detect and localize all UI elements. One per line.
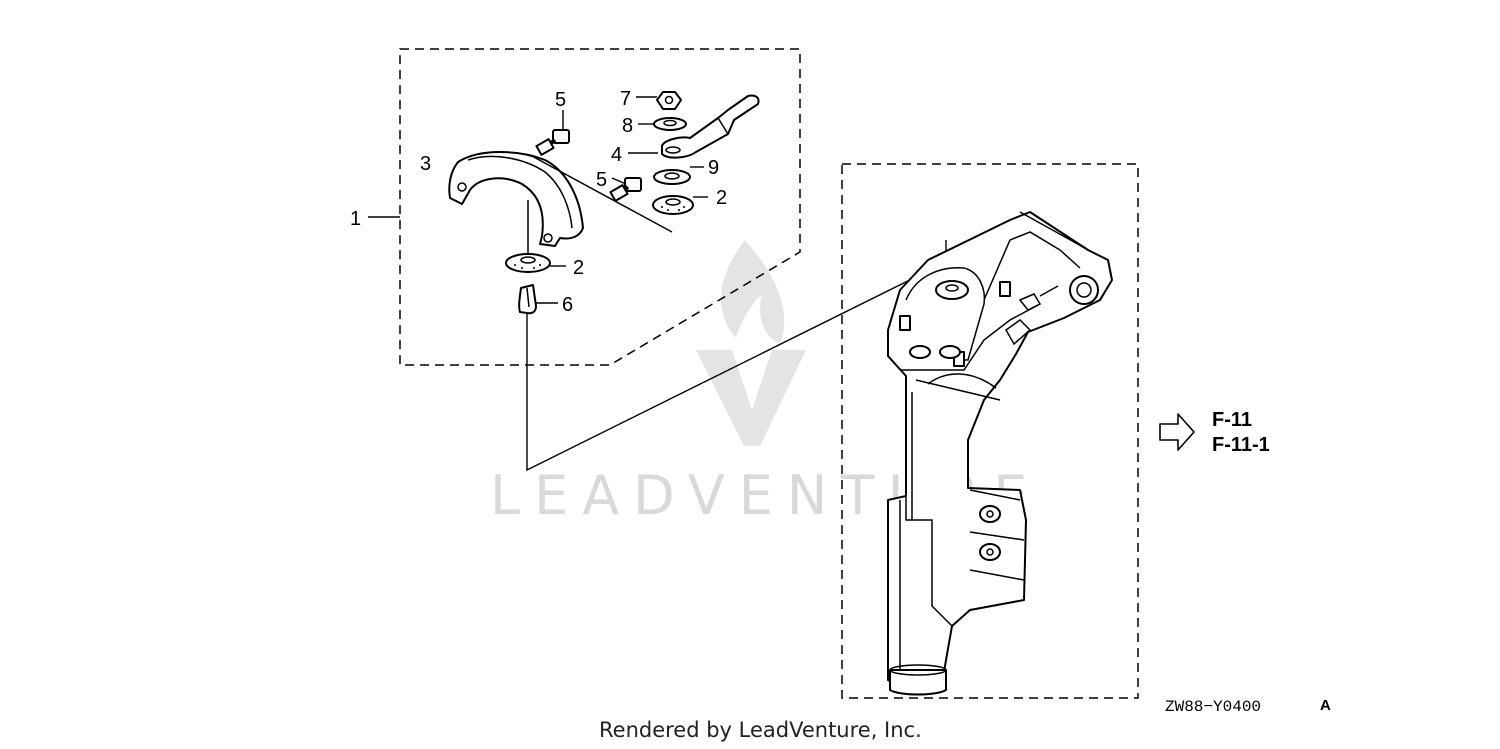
callout-4: 4 <box>611 144 622 166</box>
footer-credit: Rendered by LeadVenture, Inc. <box>599 718 922 742</box>
outline-arrow-right-icon <box>1159 413 1195 451</box>
rubber-mount-part-2-lower <box>505 253 551 273</box>
callout-5-lower: 5 <box>596 169 607 191</box>
washer-part-8 <box>653 117 687 131</box>
leader-line-5b <box>611 177 627 185</box>
reference-f-11: F-11 <box>1212 409 1252 431</box>
callout-5-upper: 5 <box>555 89 566 111</box>
callout-6: 6 <box>562 294 573 316</box>
reference-f-11-1: F-11-1 <box>1212 434 1270 456</box>
callout-2-lower: 2 <box>573 257 584 279</box>
rubber-mount-part-2-upper <box>652 195 694 215</box>
callout-3: 3 <box>420 153 431 175</box>
lever-part-4 <box>661 94 760 159</box>
washer-part-9 <box>653 169 691 185</box>
leadventure-flame-logo-icon <box>696 240 806 446</box>
clip-part-6 <box>518 284 537 315</box>
callout-7: 7 <box>620 88 631 110</box>
callout-8: 8 <box>622 115 633 137</box>
nut-part-7 <box>656 91 682 110</box>
drawing-code-suffix: A <box>1320 697 1331 714</box>
bracket-part-3 <box>448 151 673 247</box>
bolt-part-5-upper <box>535 129 570 156</box>
callout-1: 1 <box>350 208 361 230</box>
drawing-code: ZW88−Y0400 <box>1165 698 1261 716</box>
housing-frame <box>841 163 1139 699</box>
bolt-part-5-lower <box>609 177 642 202</box>
assembly-frame <box>399 48 801 366</box>
callout-2-upper: 2 <box>716 187 727 209</box>
extension-case <box>887 211 1113 696</box>
callout-9: 9 <box>708 157 719 179</box>
